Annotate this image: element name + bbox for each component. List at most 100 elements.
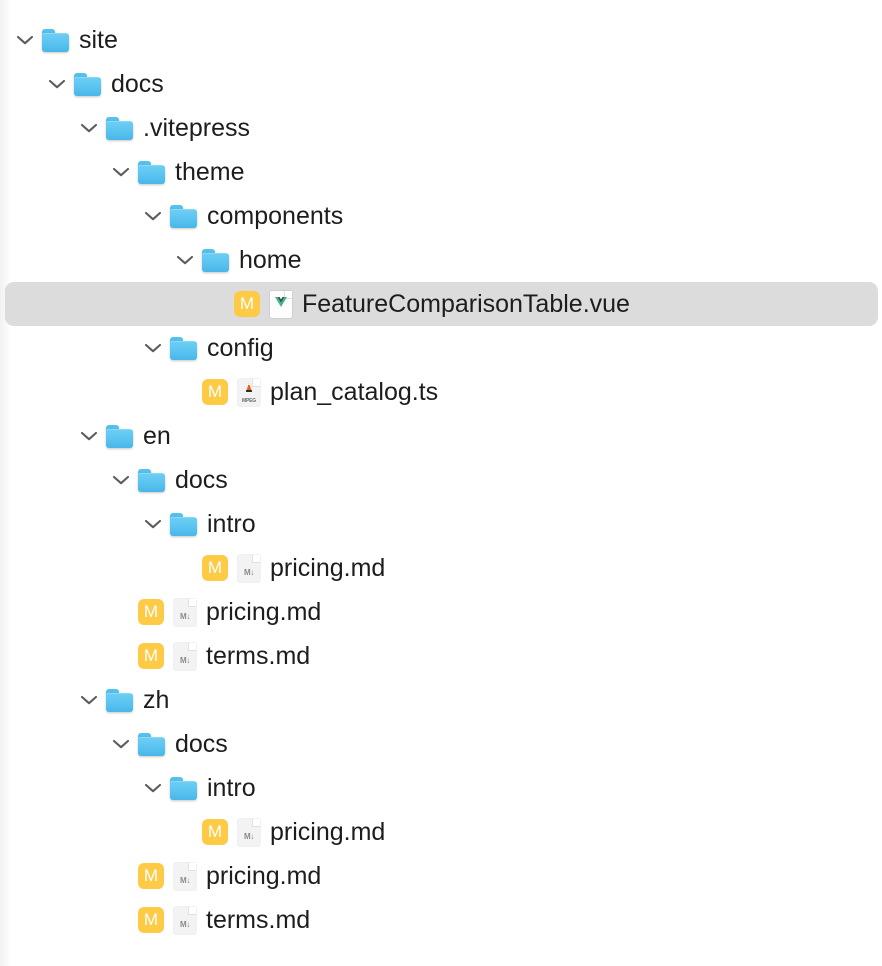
tree-row-label: en bbox=[143, 421, 171, 450]
tree-row-folder[interactable]: en bbox=[0, 414, 882, 458]
chevron-down-icon[interactable] bbox=[140, 511, 166, 537]
tree-row-folder[interactable]: intro bbox=[0, 766, 882, 810]
row-indent bbox=[0, 568, 172, 569]
tree-row-folder[interactable]: intro bbox=[0, 502, 882, 546]
tree-row-folder[interactable]: docs bbox=[0, 722, 882, 766]
tree-row-folder[interactable]: home bbox=[0, 238, 882, 282]
markdown-file-icon: M↓ bbox=[174, 642, 196, 670]
tree-row-label: pricing.md bbox=[206, 597, 322, 626]
folder-icon bbox=[138, 733, 165, 756]
mpeg-file-icon: MPEG bbox=[238, 378, 260, 406]
chevron-down-icon[interactable] bbox=[140, 775, 166, 801]
chevron-down-icon[interactable] bbox=[76, 687, 102, 713]
tree-row-folder[interactable]: docs bbox=[0, 458, 882, 502]
tree-row-label: components bbox=[207, 201, 344, 230]
chevron-down-icon[interactable] bbox=[108, 731, 134, 757]
tree-row-file[interactable]: M M↓ terms.md bbox=[0, 634, 882, 678]
tree-row-label: theme bbox=[175, 157, 245, 186]
tree-row-label: plan_catalog.ts bbox=[270, 377, 439, 406]
tree-row-label: docs bbox=[175, 465, 228, 494]
row-indent bbox=[0, 40, 12, 41]
tree-row-folder[interactable]: components bbox=[0, 194, 882, 238]
row-indent bbox=[0, 84, 44, 85]
row-indent bbox=[0, 656, 108, 657]
folder-icon bbox=[74, 73, 101, 96]
markdown-glyph: M↓ bbox=[179, 875, 191, 885]
tree-row-label: pricing.md bbox=[206, 861, 322, 890]
row-indent bbox=[0, 612, 108, 613]
modified-badge: M bbox=[138, 643, 164, 669]
tree-row-label: terms.md bbox=[206, 905, 311, 934]
folder-icon bbox=[170, 205, 197, 228]
markdown-glyph: M↓ bbox=[179, 611, 191, 621]
markdown-file-icon: M↓ bbox=[174, 862, 196, 890]
row-indent bbox=[0, 876, 108, 877]
tree-row-label: intro bbox=[207, 509, 256, 538]
tree-row-file[interactable]: M FeatureComparisonTable.vue bbox=[5, 282, 878, 326]
tree-row-label: zh bbox=[143, 685, 170, 714]
folder-icon bbox=[106, 117, 133, 140]
chevron-down-icon[interactable] bbox=[12, 27, 38, 53]
modified-badge: M bbox=[202, 819, 228, 845]
row-indent bbox=[0, 700, 76, 701]
row-indent bbox=[0, 744, 108, 745]
modified-badge: M bbox=[234, 291, 260, 317]
tree-row-folder[interactable]: .vitepress bbox=[0, 106, 882, 150]
folder-icon bbox=[106, 689, 133, 712]
row-indent bbox=[0, 920, 108, 921]
tree-row-folder[interactable]: docs bbox=[0, 62, 882, 106]
markdown-file-icon: M↓ bbox=[238, 818, 260, 846]
tree-row-label: terms.md bbox=[206, 641, 311, 670]
row-indent bbox=[0, 392, 172, 393]
tree-row-label: site bbox=[79, 25, 118, 54]
modified-badge: M bbox=[138, 599, 164, 625]
tree-row-file[interactable]: M M↓ pricing.md bbox=[0, 854, 882, 898]
markdown-glyph: M↓ bbox=[179, 655, 191, 665]
chevron-down-icon[interactable] bbox=[44, 71, 70, 97]
row-indent bbox=[0, 304, 204, 305]
folder-icon bbox=[138, 161, 165, 184]
row-indent bbox=[0, 832, 172, 833]
row-indent bbox=[0, 172, 108, 173]
tree-row-file[interactable]: M M↓ terms.md bbox=[0, 898, 882, 942]
modified-badge: M bbox=[202, 379, 228, 405]
row-indent bbox=[0, 480, 108, 481]
tree-row-label: config bbox=[207, 333, 274, 362]
row-indent bbox=[0, 260, 172, 261]
chevron-down-icon[interactable] bbox=[108, 467, 134, 493]
folder-icon bbox=[138, 469, 165, 492]
chevron-down-icon[interactable] bbox=[172, 247, 198, 273]
chevron-down-icon[interactable] bbox=[76, 423, 102, 449]
markdown-glyph: M↓ bbox=[243, 567, 255, 577]
tree-row-label: docs bbox=[111, 69, 164, 98]
chevron-down-icon[interactable] bbox=[76, 115, 102, 141]
row-indent bbox=[0, 436, 76, 437]
modified-badge: M bbox=[138, 907, 164, 933]
folder-icon bbox=[106, 425, 133, 448]
markdown-file-icon: M↓ bbox=[174, 598, 196, 626]
tree-row-label: pricing.md bbox=[270, 553, 386, 582]
row-indent bbox=[0, 216, 140, 217]
tree-row-folder[interactable]: site bbox=[0, 18, 882, 62]
tree-row-folder[interactable]: theme bbox=[0, 150, 882, 194]
tree-row-label: .vitepress bbox=[143, 113, 250, 142]
tree-row-file[interactable]: M MPEG plan_catalog.ts bbox=[0, 370, 882, 414]
tree-row-label: FeatureComparisonTable.vue bbox=[302, 289, 630, 318]
mpeg-label: MPEG bbox=[242, 397, 256, 404]
chevron-down-icon[interactable] bbox=[140, 203, 166, 229]
vue-file-icon bbox=[270, 290, 292, 318]
tree-row-file[interactable]: M M↓ pricing.md bbox=[0, 590, 882, 634]
tree-row-folder[interactable]: zh bbox=[0, 678, 882, 722]
chevron-down-icon[interactable] bbox=[108, 159, 134, 185]
folder-icon bbox=[42, 29, 69, 52]
tree-row-label: docs bbox=[175, 729, 228, 758]
tree-row-folder[interactable]: config bbox=[0, 326, 882, 370]
modified-badge: M bbox=[138, 863, 164, 889]
markdown-file-icon: M↓ bbox=[174, 906, 196, 934]
row-indent bbox=[0, 788, 140, 789]
chevron-down-icon[interactable] bbox=[140, 335, 166, 361]
markdown-glyph: M↓ bbox=[243, 831, 255, 841]
